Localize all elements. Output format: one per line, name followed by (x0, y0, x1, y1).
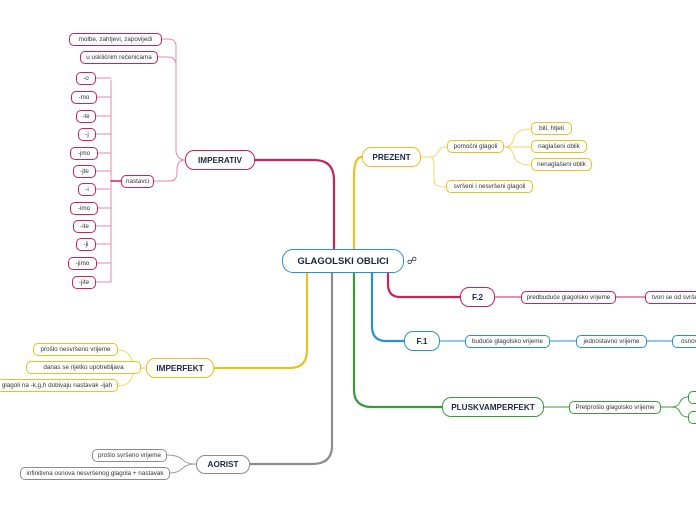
central-topic[interactable]: GLAGOLSKI OBLICI (282, 249, 404, 273)
connector-pluskvamperfekt (352, 270, 444, 409)
ending-item[interactable]: -j (78, 128, 96, 141)
topic-aorist[interactable]: AORIST (196, 455, 250, 474)
topic-prezent[interactable]: PREZENT (362, 147, 421, 167)
imperativ-molbe[interactable]: molbe, zahtjevi, zapovijedi (69, 33, 162, 46)
connector-pomocni (420, 146, 448, 158)
aorist-item[interactable]: infinitivna osnova nesvršenog glagola + … (20, 467, 170, 480)
f2-predbuduce[interactable]: predbuduće glagolsko vrijeme (521, 291, 616, 304)
pluskvamperfekt-child[interactable] (688, 411, 696, 424)
connector-f2 (386, 270, 462, 299)
topic-f2[interactable]: F.2 (460, 287, 495, 307)
ending-item[interactable]: -jimo (68, 257, 97, 270)
prezent-naglaseni[interactable]: naglašeni oblik (531, 140, 587, 153)
f2-tvori[interactable]: tvori se od svršenog (645, 291, 696, 304)
prezent-nenaglaseni[interactable]: nenaglašeni oblik (531, 158, 592, 171)
f1-buduce[interactable]: buduće glagolsko vrijeme (465, 335, 550, 348)
link-icon[interactable]: ☍ (406, 256, 418, 267)
connector-imperfekt (212, 270, 309, 370)
topic-pluskvamperfekt[interactable]: PLUSKVAMPERFEKT (442, 397, 544, 417)
prezent-biti[interactable]: biti, htjeti (531, 122, 572, 135)
ending-item[interactable]: -te (76, 110, 96, 123)
topic-imperativ[interactable]: IMPERATIV (185, 150, 255, 170)
imperfekt-item[interactable]: glagoli na -k,g,h dobivaju nastavak -ija… (0, 379, 118, 392)
connector-imperativ (253, 158, 336, 252)
connector-f1 (370, 270, 406, 343)
imperfekt-item[interactable]: prošlo nesvršeno vrijeme (33, 343, 118, 356)
ending-item[interactable]: -o (76, 72, 96, 85)
connector-aorist (248, 270, 334, 466)
topic-f1[interactable]: F.1 (404, 331, 440, 351)
connector-svrseni (429, 156, 447, 188)
imperfekt-item[interactable]: danas se rijetko upotrebljava (26, 361, 141, 374)
ending-item[interactable]: -mo (71, 91, 97, 104)
f1-osnov[interactable]: osnov (672, 335, 696, 348)
aorist-item[interactable]: prošlo svršeno vrijeme (92, 449, 167, 462)
ending-item[interactable]: -jite (72, 276, 96, 289)
connector-usklicnim (157, 56, 177, 65)
pluskvamperfekt-pretproslo[interactable]: Pretprošlo glagolsko vrijeme (569, 401, 661, 414)
pluskvamperfekt-child[interactable] (688, 391, 696, 404)
ending-item[interactable]: -ite (73, 220, 96, 233)
connector-nastavci (153, 159, 186, 182)
f1-jednostavno[interactable]: jednostavno vrijeme (576, 335, 647, 348)
connector-prezent (352, 155, 364, 252)
imperativ-nastavci[interactable]: nastavci (121, 175, 154, 188)
topic-imperfekt[interactable]: IMPERFEKT (146, 358, 214, 378)
ending-item[interactable]: -imo (70, 202, 98, 215)
ending-item[interactable]: -i (78, 183, 96, 196)
ending-item[interactable]: -jmo (70, 147, 98, 160)
imperativ-usklicnim[interactable]: u usklićnim rečenicama (80, 51, 158, 64)
connector-molbe (161, 38, 186, 161)
ending-item[interactable]: -jte (73, 165, 96, 178)
ending-item[interactable]: -ji (76, 238, 96, 251)
prezent-pomocni[interactable]: pomoćni glagoli (447, 140, 504, 153)
prezent-svrseni[interactable]: svršeni i nesvršeni glagoli (446, 180, 533, 193)
